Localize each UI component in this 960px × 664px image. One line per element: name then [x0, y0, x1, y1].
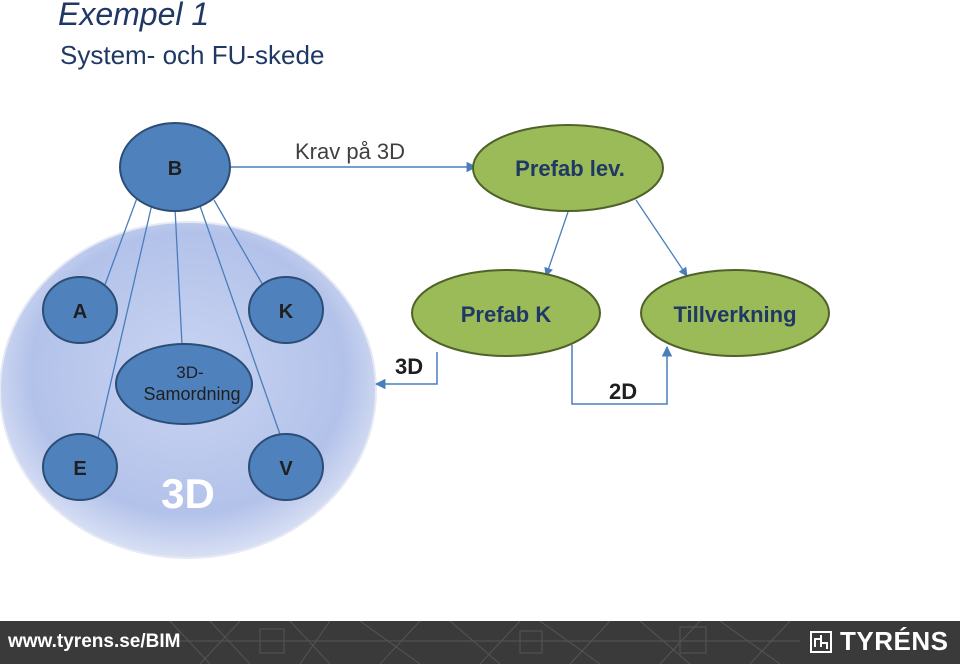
footer-url-link[interactable]: www.tyrens.se/BIM — [8, 631, 181, 652]
node-v-label: V — [279, 458, 293, 480]
node-samordning-line2: Samordning — [143, 384, 240, 404]
footer-bar: www.tyrens.se/BIM TYRÉNS — [0, 621, 960, 664]
node-tillverkning-label: Tillverkning — [673, 302, 796, 327]
node-b-label: B — [168, 158, 182, 180]
2d-label: 2D — [609, 379, 637, 404]
node-a — [42, 276, 118, 344]
node-v — [248, 433, 324, 501]
3d-bracket — [374, 352, 438, 390]
big-3d-label: 3D — [161, 470, 215, 517]
tillverkning-arrow — [635, 199, 688, 277]
2d-bracket — [571, 345, 673, 405]
node-samordning — [115, 343, 253, 425]
slide-title: Exempel 1 — [58, 0, 210, 32]
3d-label: 3D — [395, 354, 423, 379]
prefab-k-arrow — [544, 211, 569, 277]
node-e-label: E — [73, 458, 86, 480]
node-prefab-lev — [472, 124, 664, 212]
footer-pattern — [169, 621, 800, 664]
node-prefab-lev-label: Prefab lev. — [515, 156, 625, 181]
krav-label: Krav på 3D — [295, 139, 405, 164]
node-prefab-k — [411, 269, 601, 357]
node-b — [119, 122, 231, 212]
node-k-label: K — [279, 301, 294, 323]
slide-subtitle: System- och FU-skede — [60, 40, 325, 70]
node-tillverkning — [640, 269, 830, 357]
node-k — [248, 276, 324, 344]
workflow-diagram: B A K 3D- Samordning E V 3D Prefab lev. … — [0, 122, 830, 559]
tyrens-logo-icon — [810, 631, 832, 653]
node-samordning-line1: 3D- — [176, 363, 203, 382]
node-e — [42, 433, 118, 501]
connector-lines — [97, 197, 283, 441]
tyrens-logo: TYRÉNS — [840, 626, 949, 656]
node-prefab-k-label: Prefab K — [461, 302, 552, 327]
node-a-label: A — [73, 301, 87, 323]
